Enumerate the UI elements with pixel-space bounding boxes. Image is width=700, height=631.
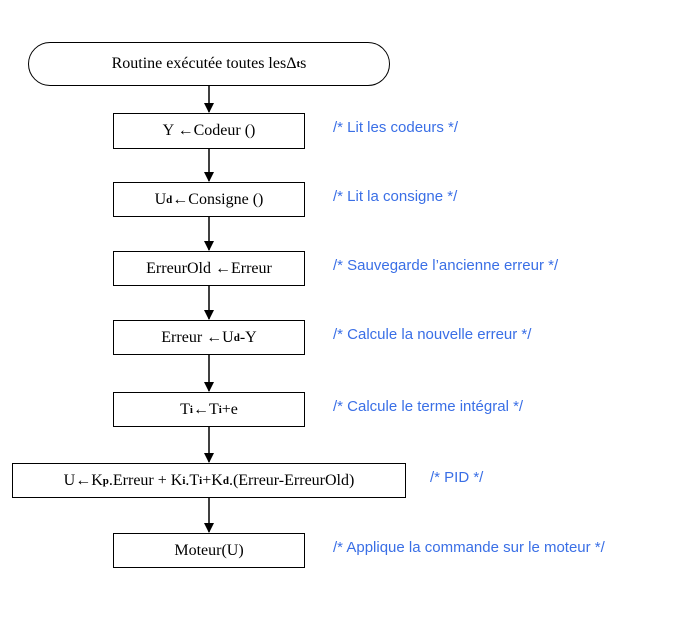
step-apply-motor: Moteur(U) — [113, 533, 305, 568]
step-text: Moteur(U) — [174, 541, 244, 559]
step-text: Y ←Codeur () — [162, 122, 256, 139]
step-text: ←Consigne () — [172, 190, 264, 208]
step-text: U←K — [63, 471, 103, 489]
step-text: U — [154, 190, 167, 208]
step-text: .T — [185, 471, 200, 489]
step-text: .(Erreur-ErreurOld) — [228, 471, 355, 489]
comment-read-setpoint: /* Lit la consigne */ — [333, 188, 458, 205]
comment-pid-command: /* PID */ — [430, 469, 484, 486]
step-text: Erreur ←U — [161, 328, 234, 346]
step-text: ←T — [192, 400, 219, 418]
step-read-encoders: Y ←Codeur () — [113, 113, 305, 149]
step-text: -Y — [239, 328, 257, 346]
start-text: Routine exécutée toutes les — [111, 55, 287, 72]
delta-symbol: Δ — [286, 55, 297, 72]
comment-integral-term: /* Calcule le terme intégral */ — [333, 398, 524, 415]
comment-apply-motor: /* Applique la commande sur le moteur */ — [333, 539, 605, 556]
step-text: +e — [221, 400, 238, 418]
step-text: ErreurOld ←Erreur — [146, 259, 272, 277]
step-text: .Erreur + K — [108, 471, 183, 489]
step-save-old-error: ErreurOld ←Erreur — [113, 251, 305, 286]
step-text: T — [180, 400, 190, 418]
comment-read-encoders: /* Lit les codeurs */ — [333, 119, 459, 136]
comment-compute-error: /* Calcule la nouvelle erreur */ — [333, 326, 532, 343]
step-text: +K — [202, 471, 223, 489]
comment-save-old-error: /* Sauvegarde l’ancienne erreur */ — [333, 257, 559, 274]
start-tail: s — [300, 55, 307, 72]
